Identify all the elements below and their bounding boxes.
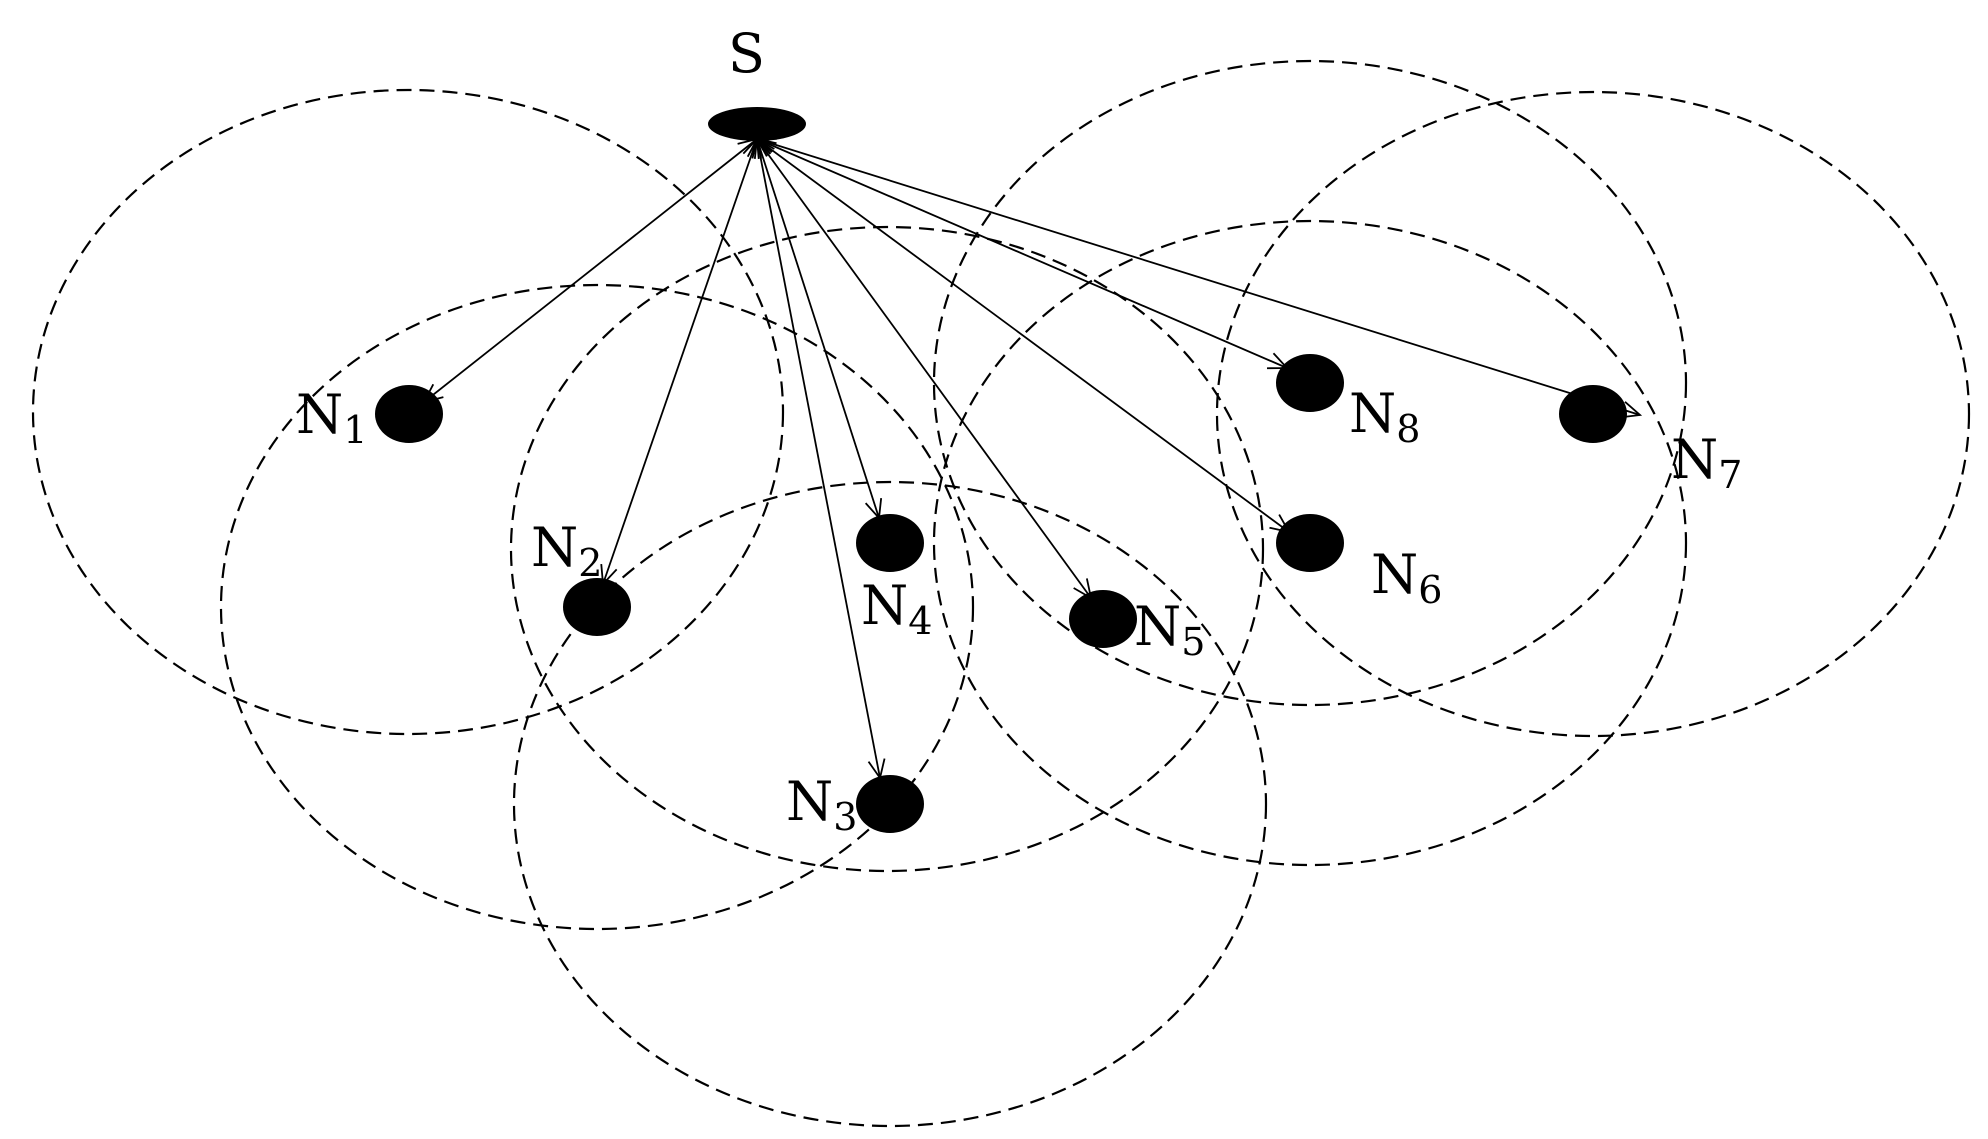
link-s-n2 (600, 136, 760, 587)
node-n6-shape (1276, 514, 1344, 572)
range-circle-n8 (932, 59, 1688, 707)
range-circle-n2 (219, 283, 975, 931)
node-n8-shape (1276, 354, 1344, 412)
link-s-n5 (755, 137, 1093, 600)
range-circle-n7 (1215, 90, 1971, 738)
link-s-n4 (753, 136, 883, 521)
node-n7-shape (1559, 385, 1627, 443)
node-n7-label: N7 (1671, 428, 1742, 497)
node-n1: N1 (296, 383, 443, 452)
link-s-n3 (751, 136, 886, 781)
node-n4-label: N4 (861, 574, 932, 643)
link-s-n7 (754, 135, 1643, 419)
links (422, 135, 1643, 781)
node-n4-shape (856, 514, 924, 572)
node-n2-shape (563, 578, 631, 636)
node-n4: N4 (856, 514, 932, 643)
link-s-n6 (755, 137, 1291, 534)
node-n5-shape (1069, 590, 1137, 648)
link-s-n1 (422, 137, 759, 404)
node-n8: N8 (1276, 354, 1420, 451)
range-circle-n4 (509, 225, 1265, 873)
node-n6-label: N6 (1371, 543, 1442, 612)
node-n3-label: N3 (786, 770, 857, 839)
node-n1-shape (375, 385, 443, 443)
range-circle-n1 (31, 88, 785, 736)
source-node-shape (708, 107, 806, 141)
node-n8-label: N8 (1349, 382, 1420, 451)
node-n6: N6 (1276, 514, 1442, 612)
range-circle-n3 (512, 480, 1268, 1128)
node-n2: N2 (531, 516, 631, 636)
range-circle-n6 (932, 219, 1688, 867)
node-n5: N5 (1069, 590, 1205, 664)
node-n2-label: N2 (531, 516, 602, 585)
node-n5-label: N5 (1134, 595, 1205, 664)
node-n1-label: N1 (296, 383, 367, 452)
source-label: S (728, 22, 765, 85)
node-n3-shape (856, 775, 924, 833)
source-node: S (708, 22, 806, 141)
range-circles (31, 59, 1971, 1128)
node-n3: N3 (786, 770, 924, 839)
node-n7: N7 (1559, 385, 1742, 497)
